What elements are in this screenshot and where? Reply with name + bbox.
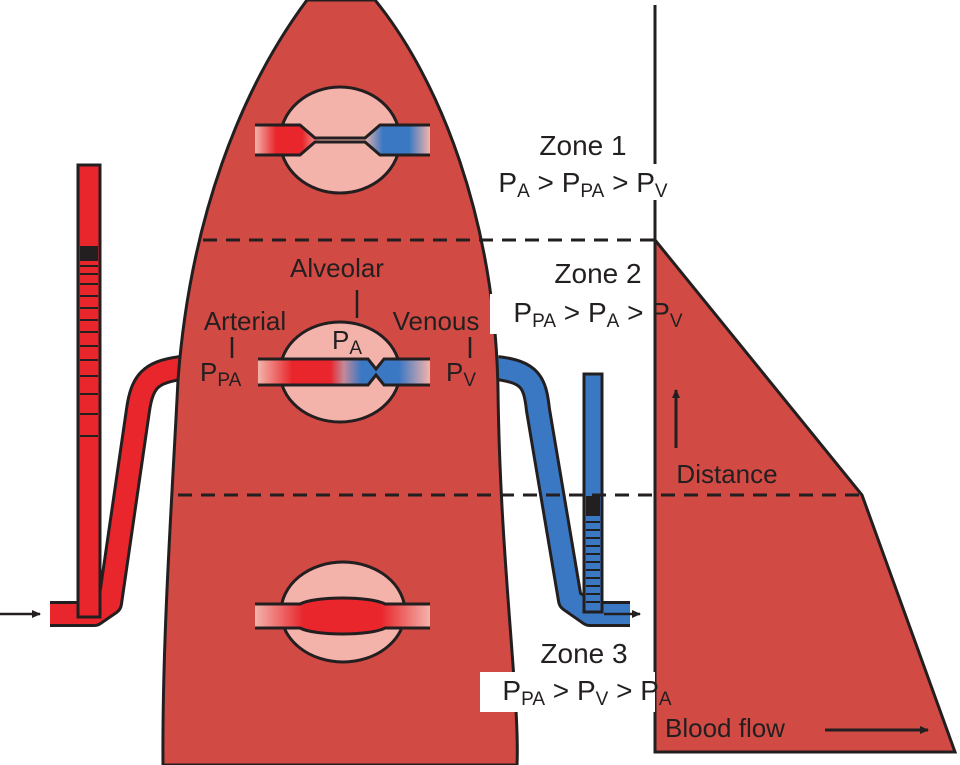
zone2-operator: >: [619, 297, 651, 328]
blood-flow-label: Blood flow: [665, 713, 785, 743]
zone1-pressure-symbol: P: [498, 167, 517, 198]
zone3-pressure-subscript: A: [659, 689, 672, 710]
zone1-pressure-symbol: P: [636, 167, 655, 198]
arterial-tube: [50, 163, 184, 627]
zone3-equation: PPA > PV > PA: [502, 675, 672, 710]
venous-label: Venous: [393, 306, 480, 336]
arterial-manometer-scale: [80, 246, 98, 437]
zone1-pressure-subscript: V: [655, 181, 668, 202]
zone2-equation: PPA > PA > PV: [513, 297, 683, 332]
venous-pressure-label: PV: [446, 357, 476, 391]
zone3-operator: >: [608, 675, 640, 706]
zone2-pressure-symbol: P: [513, 297, 532, 328]
zone1-pressure-subscript: PA: [580, 181, 604, 202]
alveolus-zone2: [258, 320, 430, 424]
zone1-pressure-subscript: A: [517, 181, 530, 202]
arterial-label: Arterial: [204, 306, 286, 336]
zone2-pressure-subscript: A: [607, 311, 620, 332]
zone3-title: Zone 3: [540, 638, 627, 669]
alveolus-zone1: [255, 85, 430, 195]
arterial-pressure-label: PPA: [200, 357, 242, 391]
zone3-pressure-symbol: P: [577, 675, 596, 706]
zone3-pressure-symbol: P: [502, 675, 521, 706]
venous-tube: [495, 355, 630, 627]
zone3-pressure-subscript: V: [596, 689, 609, 710]
zone2-title: Zone 2: [554, 258, 641, 289]
alveolar-label: Alveolar: [290, 253, 384, 283]
zone2-pressure-subscript: V: [670, 311, 683, 332]
zone2-pressure-subscript: PA: [532, 311, 556, 332]
zone3-label-bg: [480, 672, 655, 712]
zone2-pressure-symbol: P: [651, 297, 670, 328]
alveolar-pressure-label: PA: [332, 325, 362, 359]
zone1-operator: >: [604, 167, 636, 198]
zone1-operator: >: [530, 167, 562, 198]
zone2-label-bg: [490, 294, 650, 334]
zone2-pressure-symbol: P: [588, 297, 607, 328]
zone3-operator: >: [545, 675, 577, 706]
zone3-pressure-subscript: PA: [521, 689, 545, 710]
distance-label: Distance: [676, 459, 777, 489]
zone1-pressure-symbol: P: [562, 167, 581, 198]
zone1-title: Zone 1: [539, 130, 626, 161]
zone3-pressure-symbol: P: [640, 675, 659, 706]
zone1-equation: PA > PPA > PV: [498, 167, 668, 202]
zone1-label-bg: [480, 164, 690, 200]
alveolus-zone3: [255, 560, 430, 664]
zone2-operator: >: [556, 297, 588, 328]
venous-manometer-scale: [586, 496, 600, 603]
